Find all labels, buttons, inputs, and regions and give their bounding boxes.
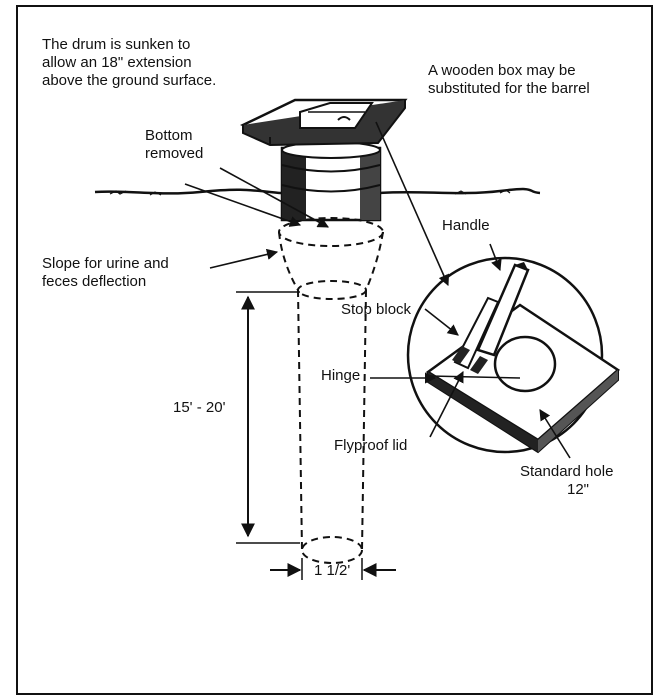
drum-note-line-3: above the ground surface.: [42, 72, 217, 89]
box-note-line-1: A wooden box may be: [428, 62, 576, 79]
slope-note-line-1: Slope for urine and: [42, 255, 169, 272]
drum-note-line-2: allow an 18" extension: [42, 54, 192, 71]
leader-arrows: [184, 121, 571, 459]
pit-latrine-diagram: [94, 98, 621, 580]
hinge-label: Hinge: [321, 367, 361, 384]
width-dimension: [270, 558, 396, 580]
sunken-drum: [280, 141, 382, 222]
stop-block-label: Stop block: [341, 301, 412, 318]
drum-note-line-1: The drum is sunken to: [42, 36, 191, 53]
handle-label: Handle: [442, 217, 490, 234]
lid-detail-inset: [406, 256, 621, 454]
standard-hole-line-2: 12": [567, 481, 590, 498]
depth-label: 15' - 20': [173, 399, 226, 416]
bottom-removed-line-1: Bottom: [145, 127, 193, 144]
flyproof-lid-label: Flyproof lid: [334, 437, 408, 454]
drum-lid: [240, 98, 408, 147]
pit-outline: [278, 217, 384, 564]
box-note-line-2: substituted for the barrel: [428, 80, 590, 97]
standard-hole-line-1: Standard hole: [520, 463, 614, 480]
slope-note-line-2: feces deflection: [42, 273, 147, 290]
diameter-label: 1 1/2': [314, 562, 351, 579]
depth-dimension: [236, 291, 300, 544]
bottom-removed-line-2: removed: [145, 145, 204, 162]
